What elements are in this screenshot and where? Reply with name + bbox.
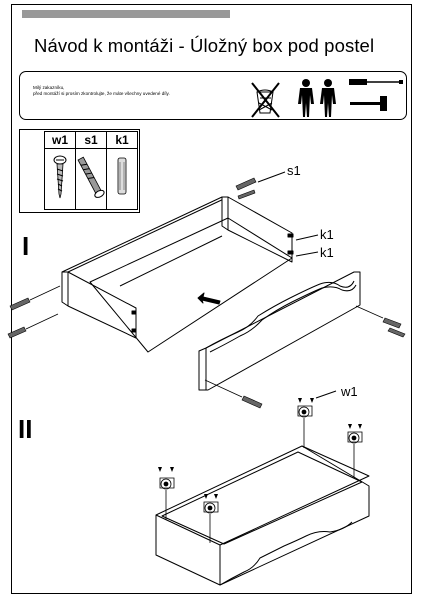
screwdriver-icon [349, 79, 403, 85]
wooden-dowel-icon [117, 157, 127, 194]
screws-step-two [158, 398, 362, 499]
caster-wheel-back-left [297, 405, 313, 448]
page-title: Návod k montáži - Úložný box pod postel [34, 35, 375, 56]
step-one-number: I [22, 231, 30, 261]
label-k1-lower: k1 [320, 245, 334, 260]
notice-line-1: Milý zakazníku, [33, 85, 65, 90]
part-code-s1: s1 [75, 131, 107, 149]
notice-box: Milý zakazníku, před montáží si prosím z… [19, 71, 407, 120]
part-cell-w1 [44, 148, 76, 210]
caster-wheel-front-left [159, 477, 175, 520]
cam-bolts-step-one [7, 177, 406, 409]
caster-wheel-front-right [203, 501, 219, 543]
label-k1-upper: k1 [320, 227, 334, 242]
document-frame [11, 4, 412, 594]
caster-wheel-back-right [347, 431, 363, 478]
parts-box [19, 129, 140, 213]
header-bar [22, 10, 230, 18]
screw-icon [53, 155, 67, 198]
part-cell-s1 [75, 148, 107, 210]
hammer-icon [350, 96, 387, 111]
cam-bolt-icon [77, 156, 105, 198]
part-cell-k1 [106, 148, 138, 210]
caster-wheels [159, 405, 363, 543]
parts-table: w1 s1 k1 [44, 131, 138, 210]
label-w1: w1 [341, 384, 358, 399]
step-two-number: II [18, 414, 33, 444]
part-code-w1: w1 [44, 131, 76, 149]
label-s1: s1 [287, 163, 301, 178]
no-washing-icon [251, 82, 280, 118]
two-persons-icon [298, 79, 336, 117]
notice-line-2: před montáží si prosím zkontrolujte, že … [33, 91, 170, 96]
